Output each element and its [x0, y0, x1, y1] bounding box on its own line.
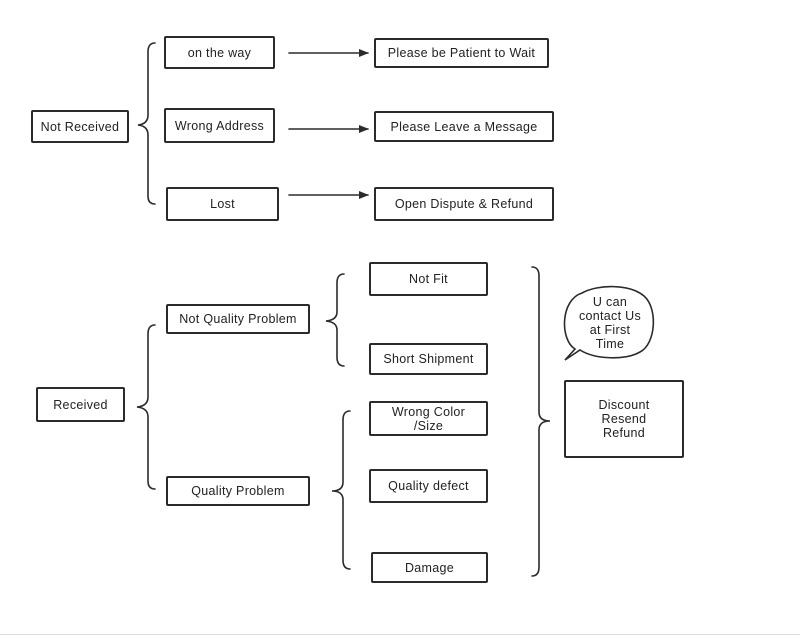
node-wrong-color-size: Wrong Color /Size: [369, 401, 488, 436]
node-not-received: Not Received: [31, 110, 129, 143]
node-short-shipment: Short Shipment: [369, 343, 488, 375]
brace-not-received: [137, 42, 156, 205]
action-dispute-refund: Open Dispute & Refund: [374, 187, 554, 221]
brace-resolution: [531, 266, 551, 577]
node-resolution: Discount Resend Refund: [564, 380, 684, 458]
page-bottom-rule: [0, 634, 800, 635]
node-on-the-way: on the way: [164, 36, 275, 69]
action-message: Please Leave a Message: [374, 111, 554, 142]
node-received: Received: [36, 387, 125, 422]
node-lost: Lost: [166, 187, 279, 221]
brace-received: [136, 324, 156, 490]
brace-not-quality: [325, 273, 345, 367]
node-quality-defect: Quality defect: [369, 469, 488, 503]
speech-bubble-text: U can contact Us at First Time: [578, 295, 642, 351]
node-damage: Damage: [371, 552, 488, 583]
node-not-fit: Not Fit: [369, 262, 488, 296]
brace-quality: [331, 410, 351, 570]
node-not-quality-problem: Not Quality Problem: [166, 304, 310, 334]
node-wrong-address: Wrong Address: [164, 108, 275, 143]
action-wait: Please be Patient to Wait: [374, 38, 549, 68]
speech-bubble-shape: [563, 285, 655, 361]
node-quality-problem: Quality Problem: [166, 476, 310, 506]
